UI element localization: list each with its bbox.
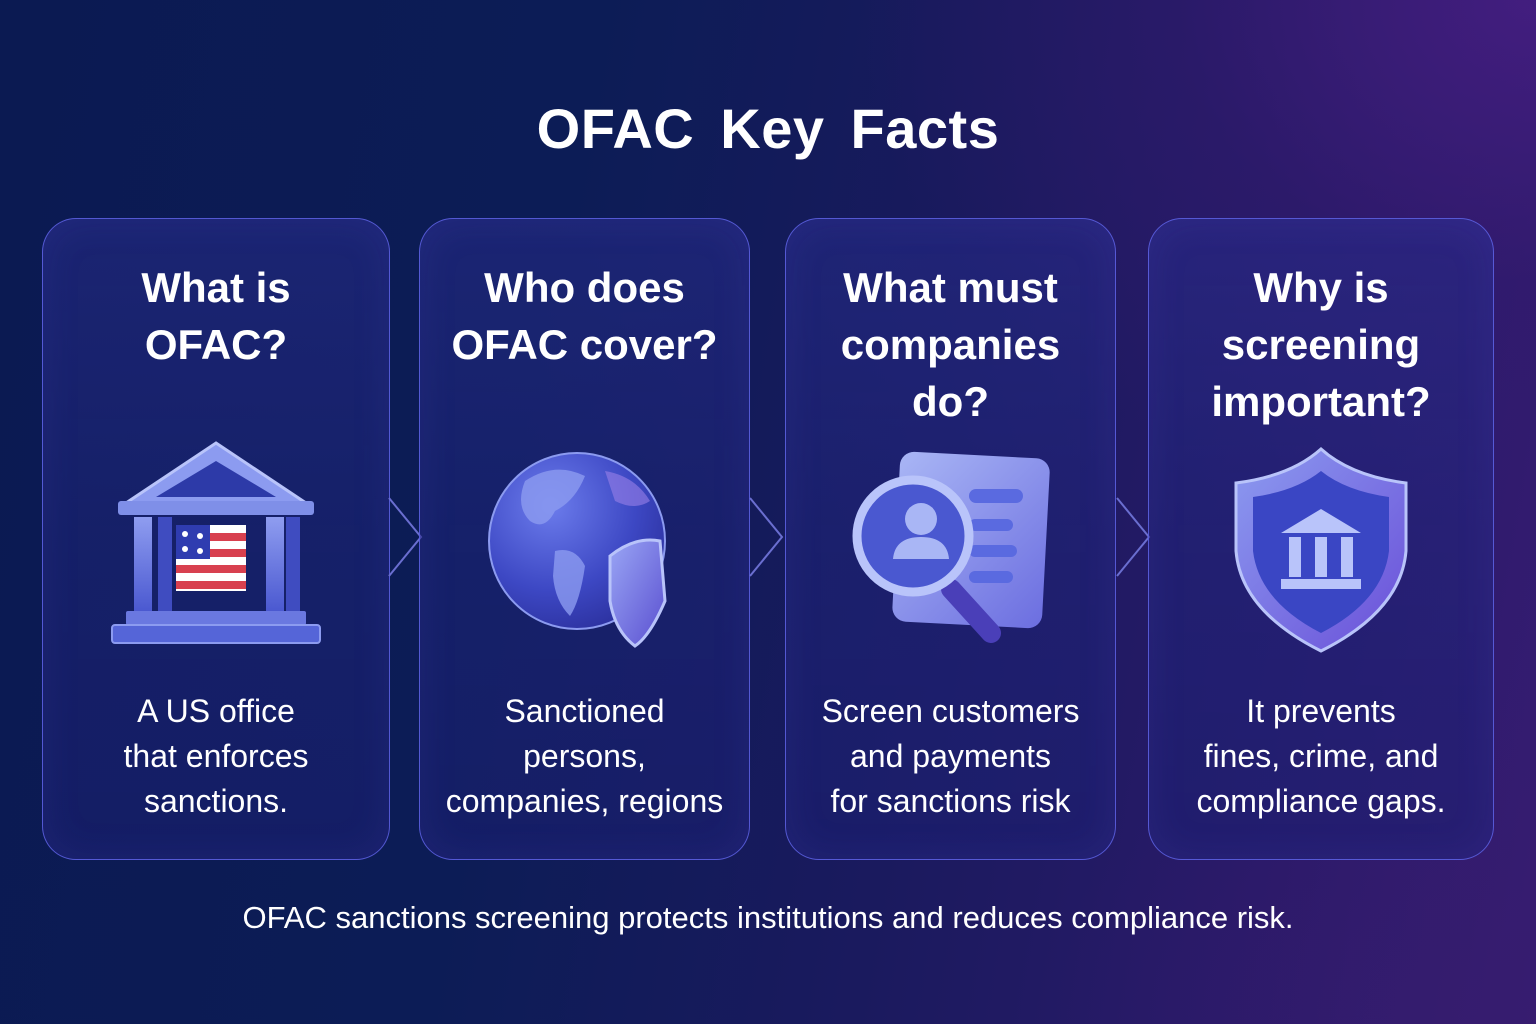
card-question: What is OFAC? [141, 264, 291, 368]
card-answer: Sanctioned persons, companies, regions [445, 693, 724, 819]
shield-bank-icon [1234, 446, 1408, 653]
card-answer: It prevents fines, crime, and compliance… [1196, 693, 1446, 819]
chevron-right-icon [749, 497, 784, 577]
card-what-is-ofac: What is OFAC? A US office that enforces … [42, 218, 390, 860]
card-question: Who does OFAC cover? [451, 264, 718, 368]
page-title: OFAC Key Facts [536, 97, 1000, 160]
card-why-is-screening-important: Why is screening important? It prevents … [1148, 218, 1494, 860]
card-question: What must companies do? [840, 264, 1061, 425]
card-who-does-ofac-cover: Who does OFAC cover? Sanctioned persons,… [419, 218, 750, 860]
globe-shield-icon [487, 452, 667, 648]
chevron-right-icon [1116, 497, 1151, 577]
card-answer: A US office that enforces sanctions. [123, 693, 309, 819]
footer-summary: OFAC sanctions screening protects instit… [242, 900, 1294, 935]
magnifier-document-icon [852, 451, 1050, 643]
government-building-flag-icon [111, 441, 321, 644]
card-question: Why is screening important? [1211, 264, 1431, 425]
card-answer: Screen customers and payments for sancti… [821, 693, 1080, 819]
card-what-must-companies-do: What must companies do? Screen customers… [785, 218, 1116, 860]
